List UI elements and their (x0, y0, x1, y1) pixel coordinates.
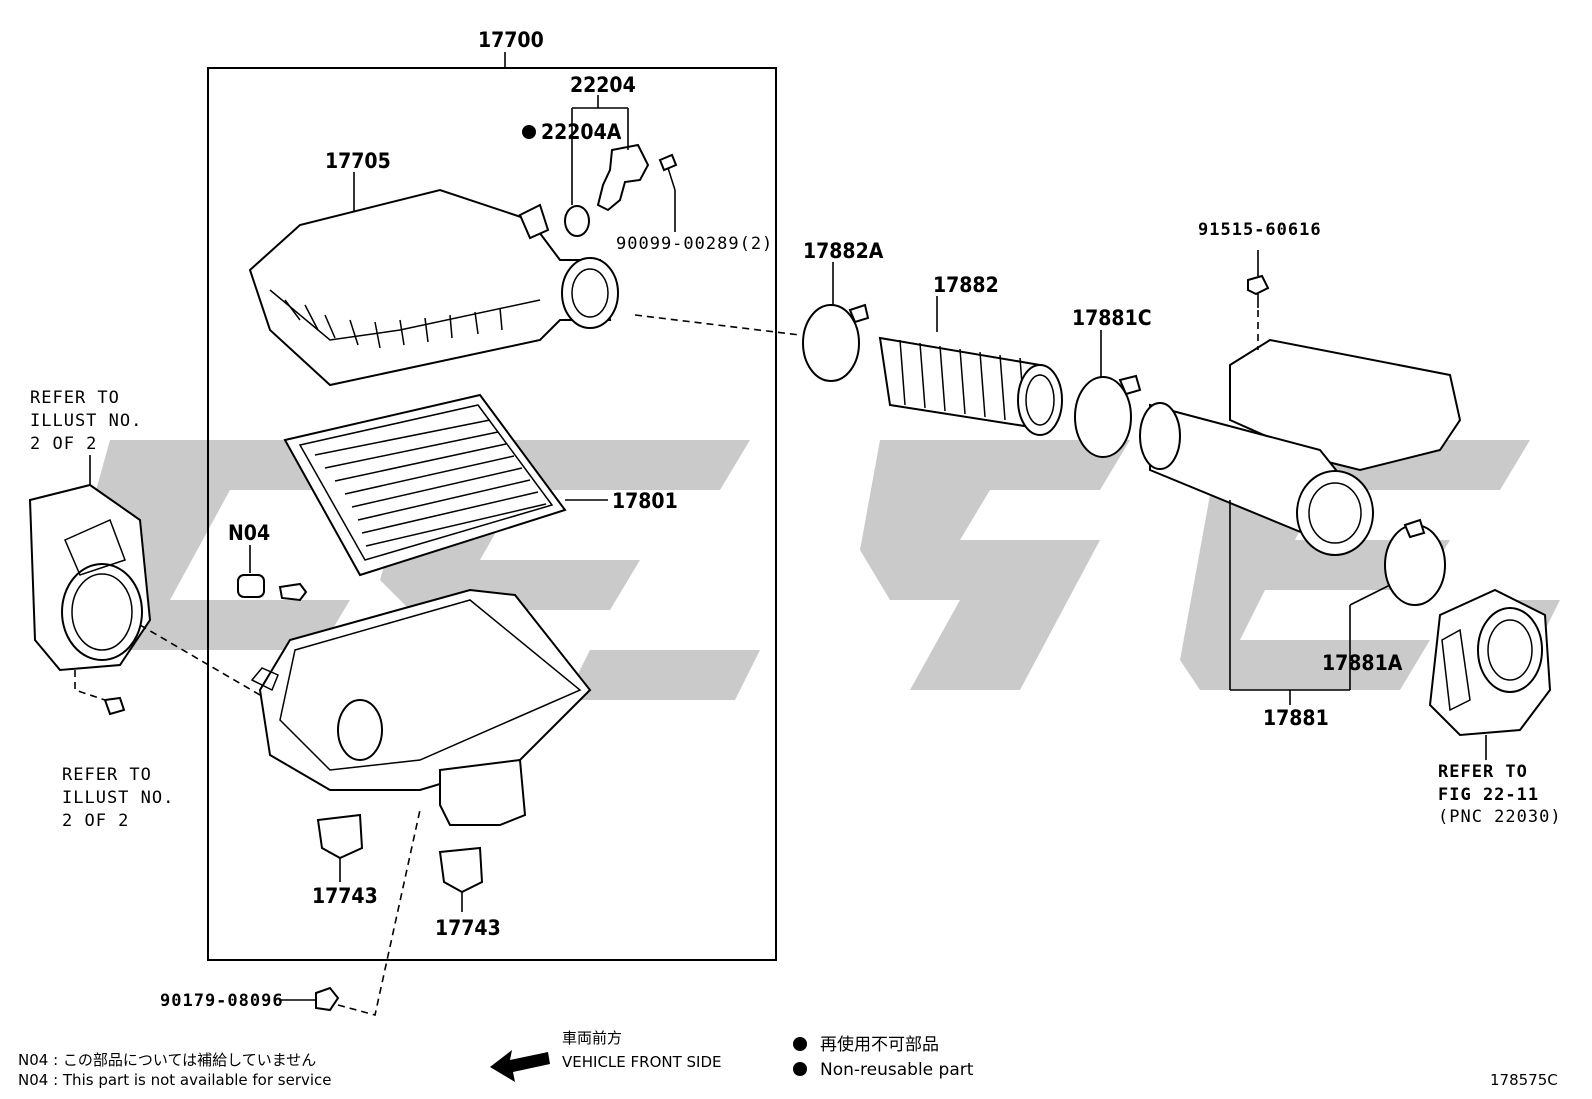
label-n04: N04 (228, 521, 270, 545)
front-side-english: VEHICLE FRONT SIDE (562, 1053, 722, 1071)
ref-left-top-2: ILLUST NO. (30, 411, 142, 431)
cushion-17743-left (316, 813, 364, 860)
ref-left-top-1: REFER TO (30, 388, 120, 408)
label-90179-08096: 90179-08096 (160, 991, 284, 1011)
assembly-box-17700 (207, 67, 777, 961)
label-22204a: 22204A (541, 120, 622, 144)
air-cleaner-cap-17705 (248, 188, 619, 387)
legend-non-reusable-english: Non-reusable part (820, 1060, 974, 1080)
air-flow-meter-22204 (564, 143, 678, 237)
label-17705: 17705 (325, 149, 391, 173)
label-17881: 17881 (1263, 706, 1329, 730)
label-17801: 17801 (612, 489, 678, 513)
note-n04-english: N04 : This part is not available for ser… (18, 1071, 332, 1089)
label-17882: 17882 (933, 273, 999, 297)
clamp-17882a (802, 304, 860, 382)
bolt-91515 (1247, 274, 1270, 296)
ref-right-2: FIG 22-11 (1438, 785, 1539, 805)
ref-right-1: REFER TO (1438, 762, 1528, 782)
label-90099-00289: 90099-00289(2) (616, 234, 773, 254)
non-reusable-marker (522, 125, 536, 139)
label-17700: 17700 (478, 28, 544, 52)
ref-left-bottom-1: REFER TO (62, 765, 152, 785)
label-91515-60616: 91515-60616 (1198, 220, 1322, 240)
label-17743-right: 17743 (435, 916, 501, 940)
label-17882a: 17882A (803, 239, 884, 263)
leader-lines (89, 95, 1487, 912)
ref-left-bottom-3: 2 OF 2 (62, 811, 129, 831)
legend-bullet-icon (793, 1037, 807, 1051)
ref-left-bottom-2: ILLUST NO. (62, 788, 174, 808)
figure-id: 178575C (1490, 1071, 1558, 1089)
label-17743-left: 17743 (312, 884, 378, 908)
clamp-17881a (1384, 524, 1446, 606)
intake-air-duct-17881 (1139, 338, 1462, 556)
label-22204: 22204 (570, 73, 636, 97)
ref-left-top-3: 2 OF 2 (30, 434, 97, 454)
air-filter-element-17801 (283, 393, 567, 577)
legend-bullet-icon-2 (793, 1062, 807, 1076)
front-side-japanese: 車両前方 (562, 1029, 622, 1047)
vehicle-front-arrow-icon (490, 1050, 550, 1082)
cushion-17743-right (438, 846, 484, 894)
label-17881a: 17881A (1322, 651, 1403, 675)
throttle-body-right (1428, 588, 1552, 737)
note-n04-japanese: N04 : この部品については補給していません (18, 1051, 316, 1069)
grommet-n04 (237, 574, 308, 602)
bolt-90179 (315, 986, 340, 1012)
ref-right-3: (PNC 22030) (1438, 807, 1562, 827)
clamp-17881c (1074, 376, 1132, 458)
legend-non-reusable-japanese: 再使用不可部品 (820, 1034, 939, 1055)
intake-hose-17882 (878, 336, 1063, 436)
throttle-body-left (28, 483, 152, 716)
label-17881c: 17881C (1072, 306, 1152, 330)
air-cleaner-case-lower (250, 588, 592, 826)
